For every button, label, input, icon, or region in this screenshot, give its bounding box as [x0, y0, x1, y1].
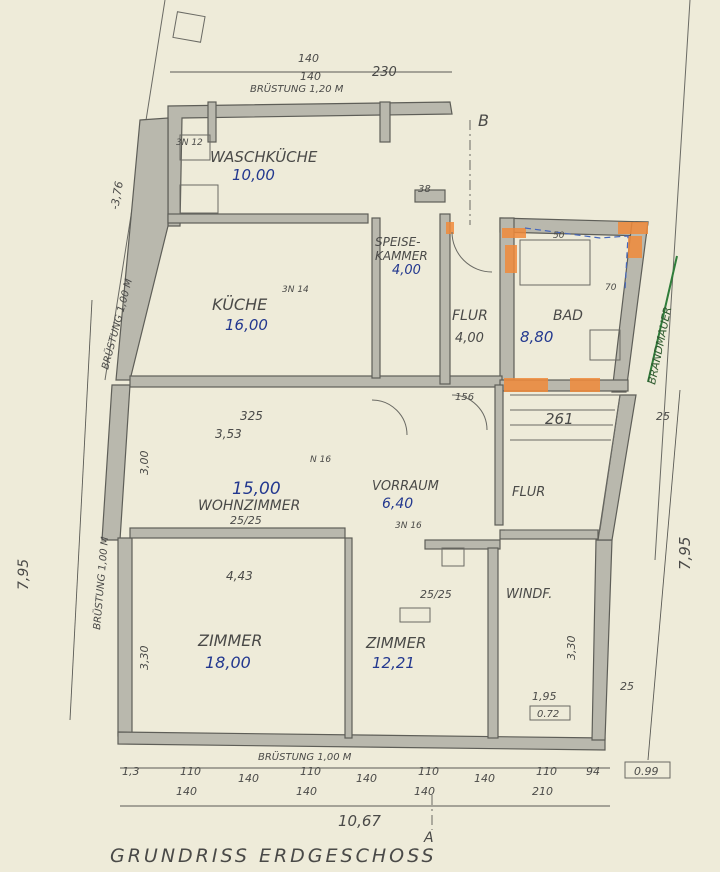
room-name-windfang: WINDF.: [506, 587, 552, 602]
right-length-label: 7,95: [676, 537, 694, 570]
wash-tub: [179, 184, 219, 214]
box-bottom-right-label: 0.99: [634, 765, 659, 778]
dim-bottom-upper: 1,3: [122, 765, 140, 778]
misc-mark: 25/25: [230, 514, 262, 527]
dim-bottom-upper: 110: [536, 765, 557, 778]
room-area-bad: 8,80: [520, 328, 553, 346]
staircase: [505, 394, 621, 531]
outer-walls: [101, 101, 649, 751]
dim-top-3: 230: [372, 65, 397, 80]
dim-top-2: 140: [300, 70, 321, 83]
chimney-flue: [441, 547, 465, 567]
dim-bottom-lower: 140: [414, 785, 435, 798]
room-name-waschkueche: WASCHKÜCHE: [210, 147, 318, 166]
misc-mark: 4,43: [226, 569, 253, 583]
room-name-kueche: KÜCHE: [212, 295, 268, 314]
dim-bottom-upper: 140: [238, 772, 259, 785]
misc-mark: 38: [418, 184, 431, 195]
blue-sketch-line: [524, 227, 629, 291]
room-name-wohnzimmer: WOHNZIMMER: [198, 498, 300, 514]
misc-mark: 156: [455, 392, 474, 403]
room-name-speisekammer-l1: SPEISE-: [375, 235, 421, 249]
misc-mark: -3,76: [108, 180, 126, 210]
bruestung-bottom-label: BRÜSTUNG 1,00 M: [258, 750, 352, 763]
bottom-dims-lower: 140 140 140 210: [176, 785, 553, 798]
dim-top-1: 140: [298, 52, 319, 65]
misc-mark: N 16: [310, 455, 331, 465]
misc-mark: 3N 16: [395, 521, 422, 531]
section-mark-top: B: [478, 111, 489, 130]
room-area-zimmer-rechts: 12,21: [372, 654, 415, 672]
door-swings: [371, 231, 493, 436]
bathtub: [519, 239, 591, 286]
interior-walls: [129, 101, 629, 739]
dim-bottom-lower: 140: [296, 785, 317, 798]
misc-mark: 25: [620, 680, 634, 693]
room-area-zimmer-links: 18,00: [205, 653, 251, 672]
room-name-flur-unten: FLUR: [512, 485, 545, 500]
misc-mark: 3,00: [138, 451, 151, 476]
box-windfang-label: 0.72: [537, 709, 559, 720]
section-mark-bottom: A: [423, 830, 434, 846]
total-width-label: 10,67: [338, 812, 381, 830]
misc-mark: 3,53: [215, 427, 242, 441]
misc-mark: 25/25: [420, 588, 452, 601]
room-name-flur-oben: FLUR: [452, 308, 488, 324]
dim-bottom-upper: 140: [356, 772, 377, 785]
misc-mark: 3,30: [138, 646, 151, 671]
room-name-vorraum: VORRAUM: [372, 479, 439, 494]
dim-bottom-upper: 110: [418, 765, 439, 778]
bruestung-top-label: BRÜSTUNG 1,20 M: [250, 82, 344, 95]
brandmauer-line: [647, 255, 678, 383]
misc-mark: 70: [605, 283, 617, 293]
dim-bottom-upper: 94: [586, 765, 600, 778]
room-name-zimmer-links: ZIMMER: [197, 631, 263, 650]
room-area-vorraum: 6,40: [382, 496, 413, 512]
left-length-label: 7,95: [16, 559, 32, 590]
dim-bottom-upper: 110: [180, 765, 201, 778]
misc-mark: 3N 12: [176, 138, 203, 148]
misc-mark: 1,95: [532, 690, 557, 703]
misc-mark: 25: [656, 410, 670, 423]
bath-basin: [589, 329, 621, 361]
bottom-dims-upper: 1,3 110 140 110 140 110 140 110 94: [122, 765, 600, 785]
dim-bottom-lower: 210: [532, 785, 553, 798]
room-area-flur-oben: 4,00: [455, 331, 484, 346]
chimney-box: [172, 11, 206, 43]
dim-bottom-lower: 140: [176, 785, 197, 798]
room-name-zimmer-rechts: ZIMMER: [365, 634, 426, 652]
misc-mark: 3,30: [565, 636, 578, 661]
sink-fixture: [179, 134, 211, 161]
dim-bottom-upper: 110: [300, 765, 321, 778]
box-windfang: [529, 705, 571, 721]
room-name-bad: BAD: [553, 308, 583, 324]
dimension-lines: [69, 71, 681, 807]
dim-bottom-upper: 140: [474, 772, 495, 785]
room-area-waschkueche: 10,00: [232, 166, 275, 184]
room-area-kueche: 16,00: [225, 316, 268, 334]
room-area-wohnzimmer: 15,00: [232, 479, 281, 499]
box-bottom-right: [624, 761, 671, 779]
misc-mark: 325: [240, 409, 263, 423]
room-name-speisekammer-l2: KAMMER: [375, 249, 428, 263]
drawing-title: GRUNDRISS ERDGESCHOSS: [110, 845, 437, 867]
stove-symbol: [399, 607, 431, 623]
orange-wall-marks: [446, 222, 648, 392]
room-name-speisekammer: SPEISE- KAMMER: [375, 235, 428, 263]
stair-count-label: 261: [545, 410, 574, 428]
room-area-speisekammer: 4,00: [392, 263, 421, 278]
misc-annotations: 3N 12 3N 14 3N 16 N 16 50 70 38 325 3,53…: [108, 138, 670, 703]
misc-mark: 3N 14: [282, 285, 309, 295]
misc-mark: 50: [553, 231, 565, 241]
